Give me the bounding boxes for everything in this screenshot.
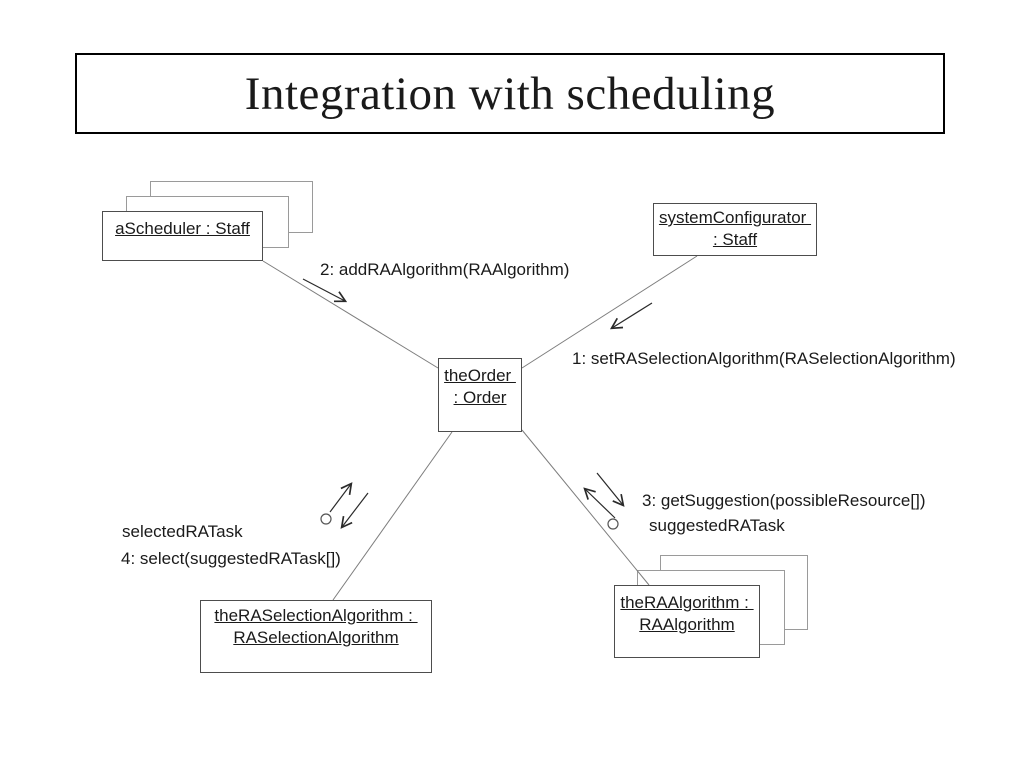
slide-title: Integration with scheduling <box>244 67 776 120</box>
link-theorder-theraalgorithm <box>521 429 650 586</box>
data-token-circle-icon <box>607 518 619 530</box>
object-label-line1: systemConfigurator <box>658 208 812 227</box>
object-label-line2: : Order <box>453 388 507 407</box>
object-box-theraselectionalgorithm: theRASelectionAlgorithm : RASelectionAlg… <box>200 600 432 673</box>
link-theorder-theraselectionalgorithm <box>332 431 453 601</box>
message-1-label: 1: setRASelectionAlgorithm(RASelectionAl… <box>572 349 956 368</box>
message-2-arrow-icon <box>302 278 348 303</box>
message-4-return-arrow-icon <box>329 482 353 513</box>
object-label-line2: RASelectionAlgorithm <box>233 628 399 647</box>
object-label: aScheduler : Staff <box>115 219 250 238</box>
object-label-line1: theRASelectionAlgorithm : <box>214 606 418 625</box>
object-box-systemconfigurator: systemConfigurator : Staff <box>653 203 817 256</box>
message-4-label: 4: select(suggestedRATask[]) <box>121 549 341 568</box>
title-box: Integration with scheduling <box>75 53 945 134</box>
object-box-theorder: theOrder : Order <box>438 358 522 432</box>
object-label-line1: theOrder <box>444 366 516 385</box>
link-systemconfigurator-theorder <box>521 255 698 369</box>
data-token-circle-icon <box>320 513 332 525</box>
message-4-return-label: selectedRATask <box>122 522 243 541</box>
message-1-arrow-icon <box>609 302 653 330</box>
object-box-ascheduler: aScheduler : Staff <box>102 211 263 261</box>
message-3-return-arrow-icon <box>583 487 616 519</box>
message-4-arrow-icon <box>340 492 369 529</box>
object-label-line1: theRAAlgorithm : <box>620 593 754 612</box>
object-label-line2: RAAlgorithm <box>639 615 735 634</box>
object-label-line2: : Staff <box>712 230 758 249</box>
message-2-label: 2: addRAAlgorithm(RAAlgorithm) <box>320 260 570 279</box>
message-3-return-label: suggestedRATask <box>649 516 785 535</box>
message-3-label: 3: getSuggestion(possibleResource[]) <box>642 491 926 510</box>
object-box-theraalgorithm: theRAAlgorithm : RAAlgorithm <box>614 585 760 658</box>
link-ascheduler-theorder <box>262 260 439 369</box>
message-3-arrow-icon <box>596 472 625 507</box>
